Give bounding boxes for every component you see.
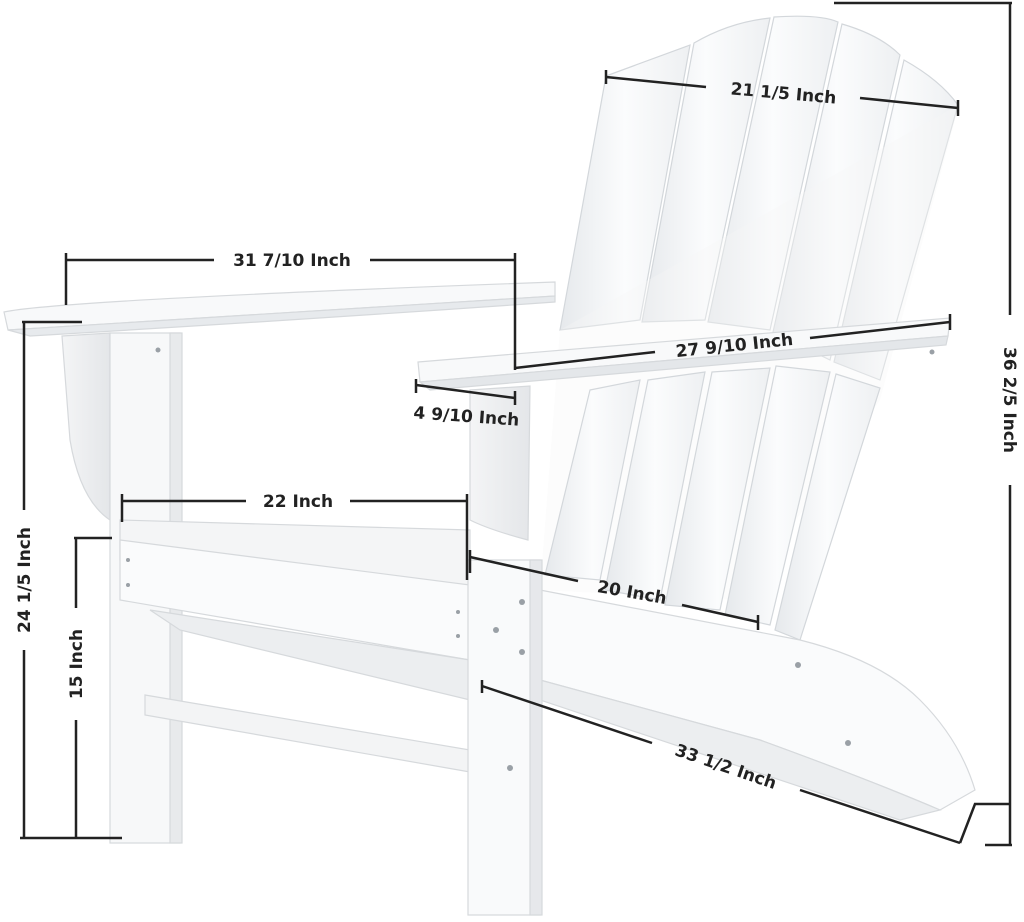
side-runner [539, 589, 976, 821]
seat [119, 519, 471, 701]
dimension-lines [20, 1, 1012, 847]
label-overall-height: 36 2/5 Inch [999, 347, 1019, 453]
label-seat-width: 22 Inch [263, 492, 333, 512]
left-armrest [3, 281, 556, 522]
label-seat-height: 15 Inch [67, 629, 87, 699]
stretcher-bar [144, 694, 471, 773]
label-armrest-height: 24 1/5 Inch [15, 527, 35, 633]
right-armrest [417, 317, 951, 541]
chair-illustration [3, 15, 976, 916]
front-right-leg [467, 559, 543, 916]
label-overall-depth-top: 31 7/10 Inch [233, 251, 351, 271]
